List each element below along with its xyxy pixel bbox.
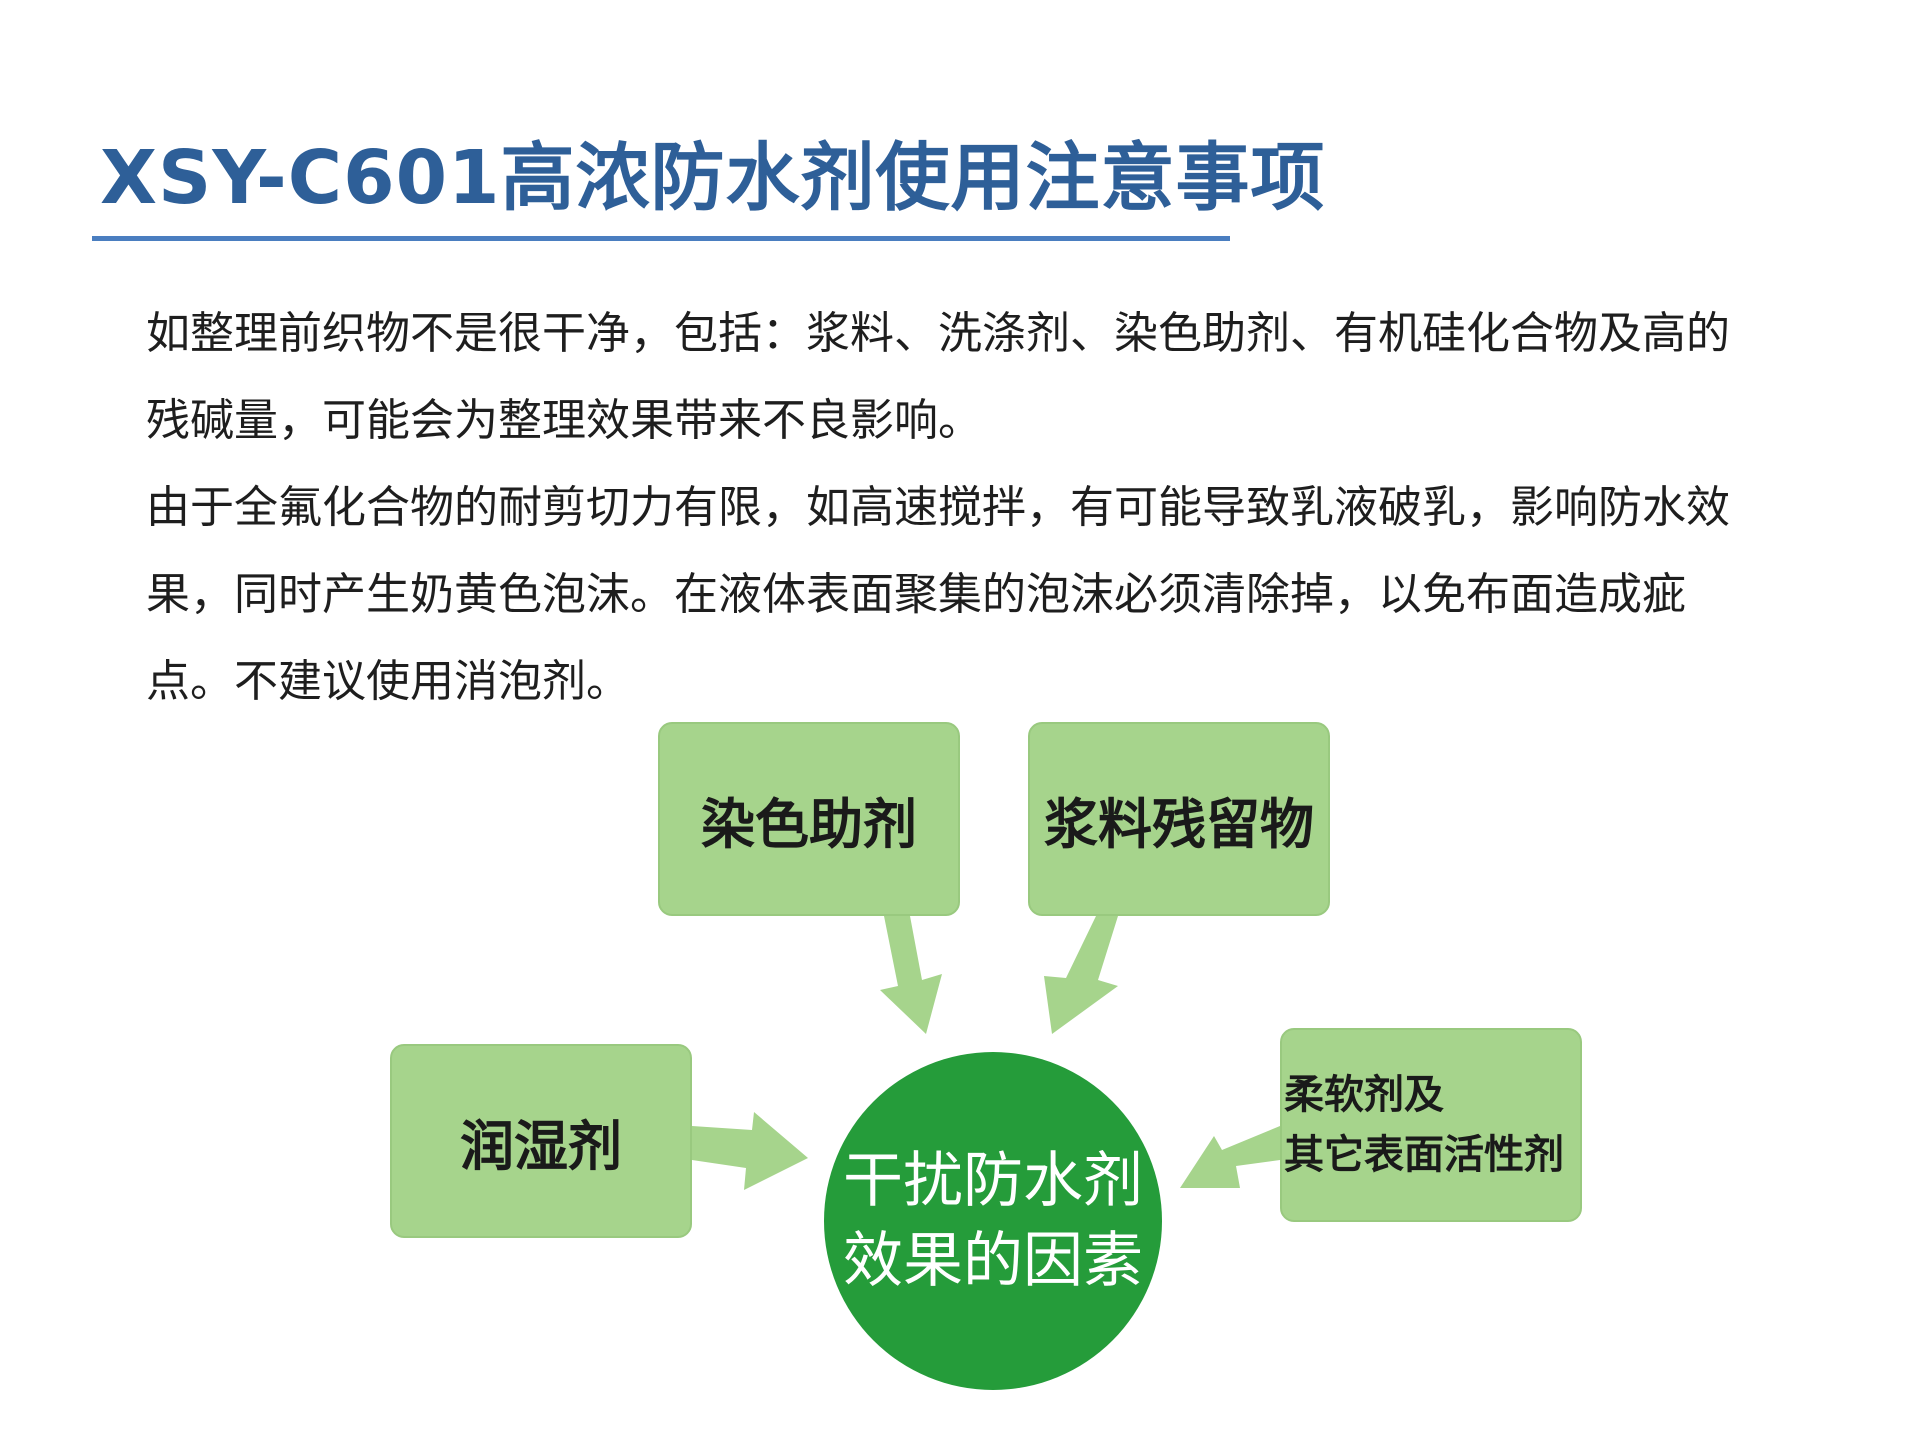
center-factor-label: 干扰防水剂 效果的因素 bbox=[843, 1146, 1143, 1296]
body-text: 如整理前织物不是很干净，包括：浆料、洗涤剂、染色助剂、有机硅化合物及高的残碱量，… bbox=[146, 290, 1766, 725]
paragraph-cleanliness: 如整理前织物不是很干净，包括：浆料、洗涤剂、染色助剂、有机硅化合物及高的残碱量，… bbox=[146, 308, 1730, 446]
factor-softener-surfactant: 柔软剂及 其它表面活性剂 bbox=[1280, 1028, 1582, 1222]
center-factor-circle: 干扰防水剂 效果的因素 bbox=[824, 1052, 1162, 1390]
title-underline bbox=[92, 236, 1230, 241]
arrow-top-right bbox=[1044, 916, 1118, 1034]
factor-size-residue-label: 浆料残留物 bbox=[1044, 792, 1314, 856]
factor-size-residue: 浆料残留物 bbox=[1028, 722, 1330, 916]
paragraph-shear-stability: 由于全氟化合物的耐剪切力有限，如高速搅拌，有可能导致乳液破乳，影响防水效果，同时… bbox=[146, 482, 1730, 707]
factor-dye-auxiliary: 染色助剂 bbox=[658, 722, 960, 916]
arrow-top-left bbox=[880, 916, 942, 1034]
arrow-right bbox=[1180, 1126, 1280, 1188]
arrow-left bbox=[692, 1112, 808, 1190]
page-title: XSY-C601高浓防水剂使用注意事项 bbox=[100, 135, 1326, 221]
factor-softener-surfactant-label: 柔软剂及 其它表面活性剂 bbox=[1284, 1072, 1564, 1178]
factor-wetting-agent-label: 润湿剂 bbox=[460, 1114, 622, 1178]
factor-wetting-agent: 润湿剂 bbox=[390, 1044, 692, 1238]
factor-dye-auxiliary-label: 染色助剂 bbox=[701, 792, 917, 856]
